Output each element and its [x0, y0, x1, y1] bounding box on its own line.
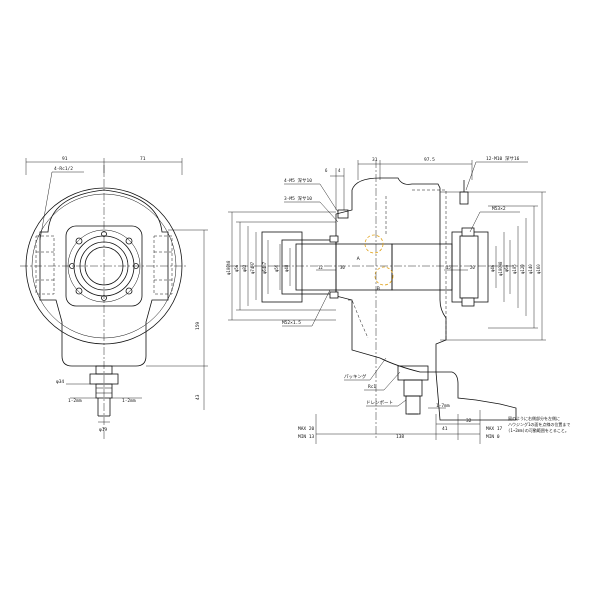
label-b: Ｂ [376, 286, 381, 292]
dimension-label: φ64h7 [262, 261, 267, 274]
dim-four: 4 [338, 168, 341, 173]
note-line-1: 図のように右側部分を左側に [508, 415, 560, 421]
dim-min0: MIN 0 [486, 434, 500, 440]
dim-bolt-holes: 12-M10 深サ16 [486, 155, 520, 162]
dim-width: 138 [396, 434, 404, 440]
dim-base: 43 [195, 394, 201, 400]
note-line-2: ハウジング1の面を点線の位置まで [508, 421, 570, 427]
dim-port-right: 1-7mm [436, 403, 450, 409]
note-block: 図のように右側部分を左側に ハウジング1の面を点線の位置まで (1~2mm)の可… [508, 415, 570, 433]
left-sleeve [281, 239, 337, 295]
label-a: Ａ [356, 256, 361, 262]
dim-tap-b: 3-M5 深サ10 [284, 195, 312, 202]
dimension-label: φ100h8 [226, 260, 231, 275]
right-diameter-dims: φ46 φ100H8 φ60 φ105 φ120 φ140 φ160 [440, 191, 546, 341]
label-packing: パッキング [344, 373, 367, 380]
front-view: 91 71 4-Rc1/2 159 43 φ34 1-2mm 1-2mm φ19 [20, 156, 208, 440]
dim-32: 32 [466, 418, 472, 424]
dim-left-half: 91 [62, 156, 68, 162]
dimension-label: φ60 [504, 264, 509, 272]
dim-six: 6 [325, 168, 328, 173]
label-drain: ドレンポート [366, 399, 393, 406]
dim-30: 30 [340, 265, 345, 270]
drain-fitting [397, 365, 517, 421]
dim-fitting: φ34 [56, 379, 64, 385]
dimension-label: φ56 [234, 264, 239, 272]
dim-15: 15 [446, 265, 451, 270]
left-cylinder [261, 231, 303, 303]
dimension-label: φ120 [520, 264, 525, 274]
dim-height: 159 [195, 322, 201, 330]
dimension-label: φ82 [242, 264, 247, 272]
dimension-label: φ160 [536, 264, 541, 274]
side-view: 31 97.5 12-M10 深サ16 6 4 4-M5 深サ10 3-M5 深… [226, 155, 570, 444]
dim-right-port: 1-2mm [122, 398, 136, 404]
dim-min13: MIN 13 [298, 434, 315, 440]
port-circle-a [364, 234, 384, 254]
dim-41: 41 [442, 426, 448, 432]
dim-20: 20 [470, 265, 475, 270]
dim-left-port: 1-2mm [68, 398, 82, 404]
label-rc: Rc1 [368, 384, 376, 390]
note-line-3: (1~2mm)の可動範囲をとること。 [508, 427, 569, 433]
dim-max20: MAX 20 [298, 426, 315, 432]
dim-bore-ports: 4-Rc1/2 [54, 166, 73, 172]
left-diameter-dims: φ100h8 φ56 φ82 φ74H7 φ64h7 φ56 φ48 [226, 211, 336, 321]
port-circle-b [374, 266, 394, 286]
dimension-label: φ74H7 [250, 261, 255, 274]
side-housing [335, 177, 447, 373]
dimension-label: φ100H8 [498, 261, 503, 276]
right-shaft [391, 243, 453, 291]
housing-body [39, 189, 169, 367]
dim-tap-a: 4-M5 深サ10 [284, 177, 312, 184]
tap-bolt [337, 209, 349, 219]
dim-stem: φ19 [99, 427, 107, 433]
top-bolt [459, 191, 469, 205]
right-ring [459, 235, 479, 299]
dim-right-half: 71 [140, 156, 146, 162]
dimension-label: φ48 [284, 264, 289, 272]
dimension-label: φ105 [512, 264, 517, 274]
dim-top-mid: 97.5 [424, 157, 435, 163]
right-boss [153, 235, 173, 295]
dimension-label: φ46 [490, 264, 495, 272]
dim-12: 12 [318, 265, 323, 270]
bottom-fitting [89, 365, 119, 417]
dim-max17: MAX 17 [486, 426, 503, 432]
dim-m52: M52×1.5 [282, 320, 301, 326]
dimension-label: φ140 [528, 264, 533, 274]
dim-thread: M53×2 [492, 206, 506, 212]
dimension-label: φ56 [274, 264, 279, 272]
dim-top-left: 31 [372, 157, 378, 163]
left-boss [35, 235, 55, 295]
